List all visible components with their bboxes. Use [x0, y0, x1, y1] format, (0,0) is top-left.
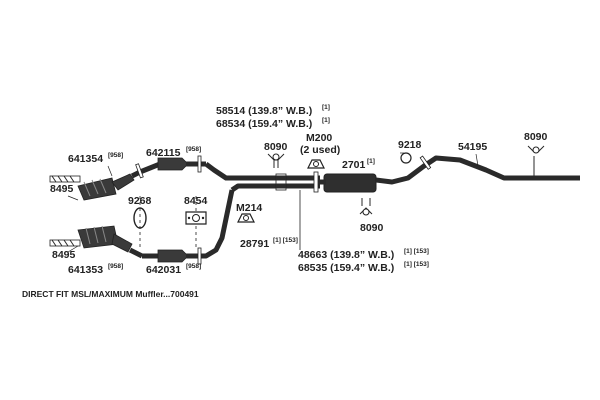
hanger-8090-right-shape [527, 145, 545, 176]
label-642115-note: [958] [186, 146, 201, 153]
label-28791: 28791 [240, 238, 269, 250]
label-642031: 642031 [146, 264, 181, 276]
label-2701: 2701 [342, 159, 366, 171]
label-58514-note: [1] [322, 104, 330, 111]
label-642115: 642115 [146, 147, 181, 159]
label-9268: 9268 [128, 195, 152, 207]
label-9218: 9218 [398, 139, 422, 151]
label-641353: 641353 [68, 264, 103, 276]
label-48663: 48663 (139.8” W.B.) [298, 249, 394, 261]
muffler-2701 [318, 173, 377, 193]
label-8454: 8454 [184, 195, 208, 207]
tailpipe-54195 [375, 155, 580, 185]
label-68535: 68535 (159.4” W.B.) [298, 262, 394, 274]
gasket-9268-shape [133, 207, 147, 229]
label-2701-note: [1] [367, 158, 375, 165]
label-8090-bottom: 8090 [360, 222, 384, 234]
label-642031-note: [958] [186, 263, 201, 270]
label-m214: M214 [236, 202, 262, 214]
label-58514: 58514 (139.8” W.B.) [216, 105, 312, 117]
footer-note: DIRECT FIT MSL/MAXIMUM Muffler...700491 [22, 289, 199, 299]
intermediate-pipes [204, 162, 320, 193]
manifold-641353 [49, 225, 144, 259]
hanger-m214-shape [237, 213, 255, 223]
label-641354: 641354 [68, 153, 103, 165]
label-8495-top: 8495 [50, 183, 74, 195]
gasket-8495-top-shape [49, 175, 81, 183]
grommet-9218-shape [400, 152, 412, 164]
hanger-8090-top-shape [267, 153, 285, 168]
hanger-8090-bottom-shape [359, 198, 373, 216]
label-48663-note: [1] [153] [404, 248, 429, 255]
label-28791-note: [1] [153] [273, 237, 298, 244]
label-68534-note: [1] [322, 117, 330, 124]
label-68535-note: [1] [153] [404, 261, 429, 268]
label-8495-bottom: 8495 [52, 249, 76, 261]
label-m200: M200 [306, 132, 332, 144]
label-54195: 54195 [458, 141, 487, 153]
pipe-642031 [142, 189, 235, 265]
gasket-8495-bottom-shape [49, 239, 81, 247]
label-68534: 68534 (159.4” W.B.) [216, 118, 312, 130]
label-8090-right: 8090 [524, 131, 548, 143]
label-641353-note: [958] [108, 263, 123, 270]
label-8090-top: 8090 [264, 141, 288, 153]
label-m200-used: (2 used) [300, 144, 340, 156]
label-641354-note: [958] [108, 152, 123, 159]
pipe-642115 [135, 155, 206, 179]
flange-8454-shape [185, 211, 207, 225]
hanger-m200-shape [307, 159, 325, 169]
